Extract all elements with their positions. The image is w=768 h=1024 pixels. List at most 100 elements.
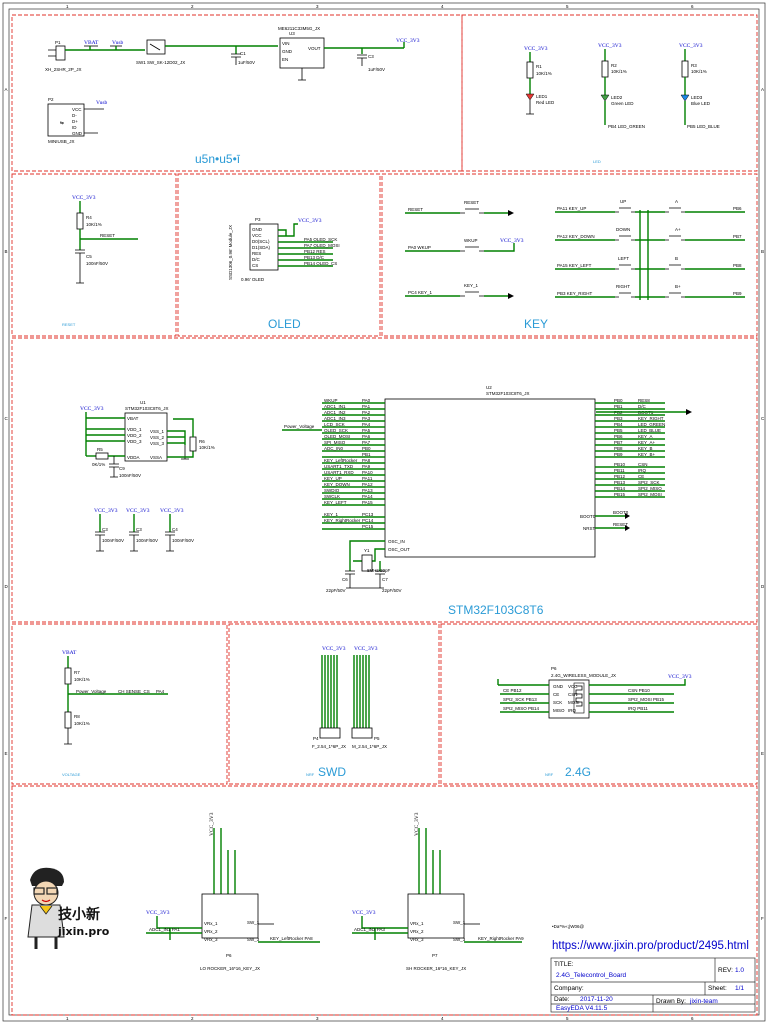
- led-section: VCC_3V3 R1 10K/1% LED1 Red LED VCC_3V3 R…: [524, 43, 720, 129]
- key-1: PC4 KEY_1 KEY_1: [405, 283, 514, 299]
- svg-text:A: A: [761, 87, 764, 92]
- svg-text:TITLE:: TITLE:: [554, 961, 574, 968]
- svg-text:6: 6: [691, 1016, 694, 1021]
- svg-text:PB5 LED_BLUE: PB5 LED_BLUE: [687, 124, 720, 129]
- svg-text:P1: P1: [55, 40, 61, 45]
- led-blue-branch: VCC_3V3 R3 10K/1% LED3 Blue LED PB5 LED_…: [679, 43, 720, 129]
- mcu-left-net-label: KEY_LEFT: [324, 500, 347, 505]
- mcu-right-pin-label: PB9: [614, 452, 623, 457]
- svg-text:RESET: RESET: [408, 207, 423, 212]
- key-up: PA11 KEY_UP UP A PB6: [555, 199, 745, 213]
- oled-section: P3 0.96' OLED SSD1306_0.96' Module_JX GN…: [228, 217, 340, 282]
- mcu-chip-u2: [384, 398, 596, 558]
- svg-text:VCC: VCC: [252, 233, 262, 238]
- mcu-right-pin-label: PB13: [614, 480, 626, 485]
- mcu-left-net-label: ADC1_IN1: [324, 404, 346, 409]
- svg-text:22pF/50V: 22pF/50V: [382, 588, 402, 593]
- svg-text:10K/1%: 10K/1%: [74, 677, 90, 682]
- svg-text:1uF/50V: 1uF/50V: [238, 60, 255, 65]
- svg-text:F_2.54_1*6P_JX: F_2.54_1*6P_JX: [312, 744, 346, 749]
- mcu-left-pin-row: PB1: [322, 452, 385, 458]
- mcu-left-net-label: ADC1_IN3: [324, 416, 346, 421]
- svg-text:VDD_2: VDD_2: [127, 433, 142, 438]
- svg-text:10K/1%: 10K/1%: [691, 69, 707, 74]
- mcu-left-net-label: ADC1_IN2: [324, 410, 346, 415]
- svg-text:VDD_1: VDD_1: [127, 427, 142, 432]
- svg-text:UP: UP: [620, 199, 626, 204]
- svg-text:ADC1_IN3 PA3: ADC1_IN3 PA3: [354, 927, 385, 932]
- mcu-left-net-label: USART1_TXD: [324, 464, 354, 469]
- svg-text:PB12 RES: PB12 RES: [304, 249, 326, 254]
- svg-text:C1: C1: [240, 51, 246, 56]
- svg-text:PA11 KEY_UP: PA11 KEY_UP: [557, 206, 586, 211]
- svg-text:VCC_3V3: VCC_3V3: [354, 646, 378, 652]
- svg-text:C9: C9: [119, 466, 125, 471]
- mcu-left-pin-label: PA3: [362, 416, 371, 421]
- svg-text:2017-11-20: 2017-11-20: [580, 996, 613, 1003]
- svg-text:C5: C5: [86, 254, 92, 259]
- svg-text:VCC_3V3: VCC_3V3: [80, 406, 104, 412]
- mcu-right-pin-label: PB6: [614, 434, 623, 439]
- mcu-left-pin-label: PA5: [362, 428, 371, 433]
- svg-text:IRQ: IRQ: [568, 708, 577, 713]
- swd-header-p5: [351, 727, 373, 739]
- svg-text:LED1: LED1: [536, 94, 548, 99]
- svg-text:100nF/50V: 100nF/50V: [136, 538, 158, 543]
- section-title-swd-prefix: NRF: [306, 772, 315, 777]
- mcu-left-pin-label: PA12: [362, 482, 373, 487]
- mcu-left-pin-label: PA15: [362, 500, 373, 505]
- mcu-right-pin-label: PB14: [614, 486, 626, 491]
- svg-text:VBAT: VBAT: [84, 40, 99, 46]
- svg-text:CS: CS: [252, 263, 258, 268]
- svg-text:1uF/50V: 1uF/50V: [368, 67, 385, 72]
- svg-text:0.96' OLED: 0.96' OLED: [241, 277, 265, 282]
- svg-text:SPI2_SCK PB13: SPI2_SCK PB13: [503, 697, 537, 702]
- mcu-right-pin-label: PB5: [614, 428, 623, 433]
- svg-text:D/C: D/C: [252, 257, 261, 262]
- mcu-left-net-label: LCD_SCK: [324, 422, 345, 427]
- swd-section: VCC_3V3 VCC_3V3 P4 F_2.54_1*6P_JX P5 M_2…: [312, 646, 387, 749]
- svg-text:E: E: [5, 751, 8, 756]
- svg-text:VCC_3V3: VCC_3V3: [126, 508, 150, 514]
- svg-text:P7: P7: [432, 953, 438, 958]
- svg-text:BOOT0: BOOT0: [613, 510, 629, 515]
- svg-text:Drawn By:: Drawn By:: [656, 998, 686, 1005]
- svg-text:VCC_3V3: VCC_3V3: [396, 38, 420, 44]
- frame-col-labels-top: 1 2 3 4 5 6: [66, 4, 694, 9]
- svg-text:VRx_3: VRx_3: [204, 937, 218, 942]
- title-block: https://www.jixin.pro/product/2495.html …: [550, 940, 756, 1013]
- svg-text:SW_1: SW_1: [247, 920, 260, 925]
- svg-text:VCC: VCC: [72, 107, 82, 112]
- section-title-led: LED: [593, 159, 601, 164]
- svg-text:RESET: RESET: [100, 233, 115, 238]
- svg-text:R7: R7: [74, 670, 80, 675]
- mini-usb-p2: [47, 103, 85, 137]
- mcu-right-pin-label: PB10: [614, 462, 626, 467]
- svg-text:VCC_3V3: VCC_3V3: [679, 43, 703, 49]
- svg-text:C3: C3: [102, 527, 108, 532]
- product-url-link[interactable]: https://www.jixin.pro/product/2495.html: [552, 940, 749, 952]
- svg-text:OSC_IN: OSC_IN: [388, 539, 405, 544]
- svg-text:EasyEDA V4.11.5: EasyEDA V4.11.5: [556, 1005, 608, 1012]
- svg-text:1: 1: [66, 4, 69, 9]
- svg-text:OSC_OUT: OSC_OUT: [388, 547, 410, 552]
- svg-text:VRx_3: VRx_3: [410, 937, 424, 942]
- svg-text:ADC1_IN1 PA1: ADC1_IN1 PA1: [149, 927, 180, 932]
- mcu-left-net-label: KEY_UP: [324, 476, 342, 481]
- mcu-left-net-label: ADC_IN0: [324, 446, 344, 451]
- svg-text:CH SENSE_CS: CH SENSE_CS: [118, 689, 150, 694]
- svg-text:SW1 SW_SK-12D02_JX: SW1 SW_SK-12D02_JX: [136, 60, 185, 65]
- mcu-right-pin-label: PB7: [614, 440, 623, 445]
- svg-text:100nF/50V: 100nF/50V: [119, 473, 141, 478]
- section-title-rf-prefix: NRF: [545, 772, 554, 777]
- svg-text:5: 5: [566, 1016, 569, 1021]
